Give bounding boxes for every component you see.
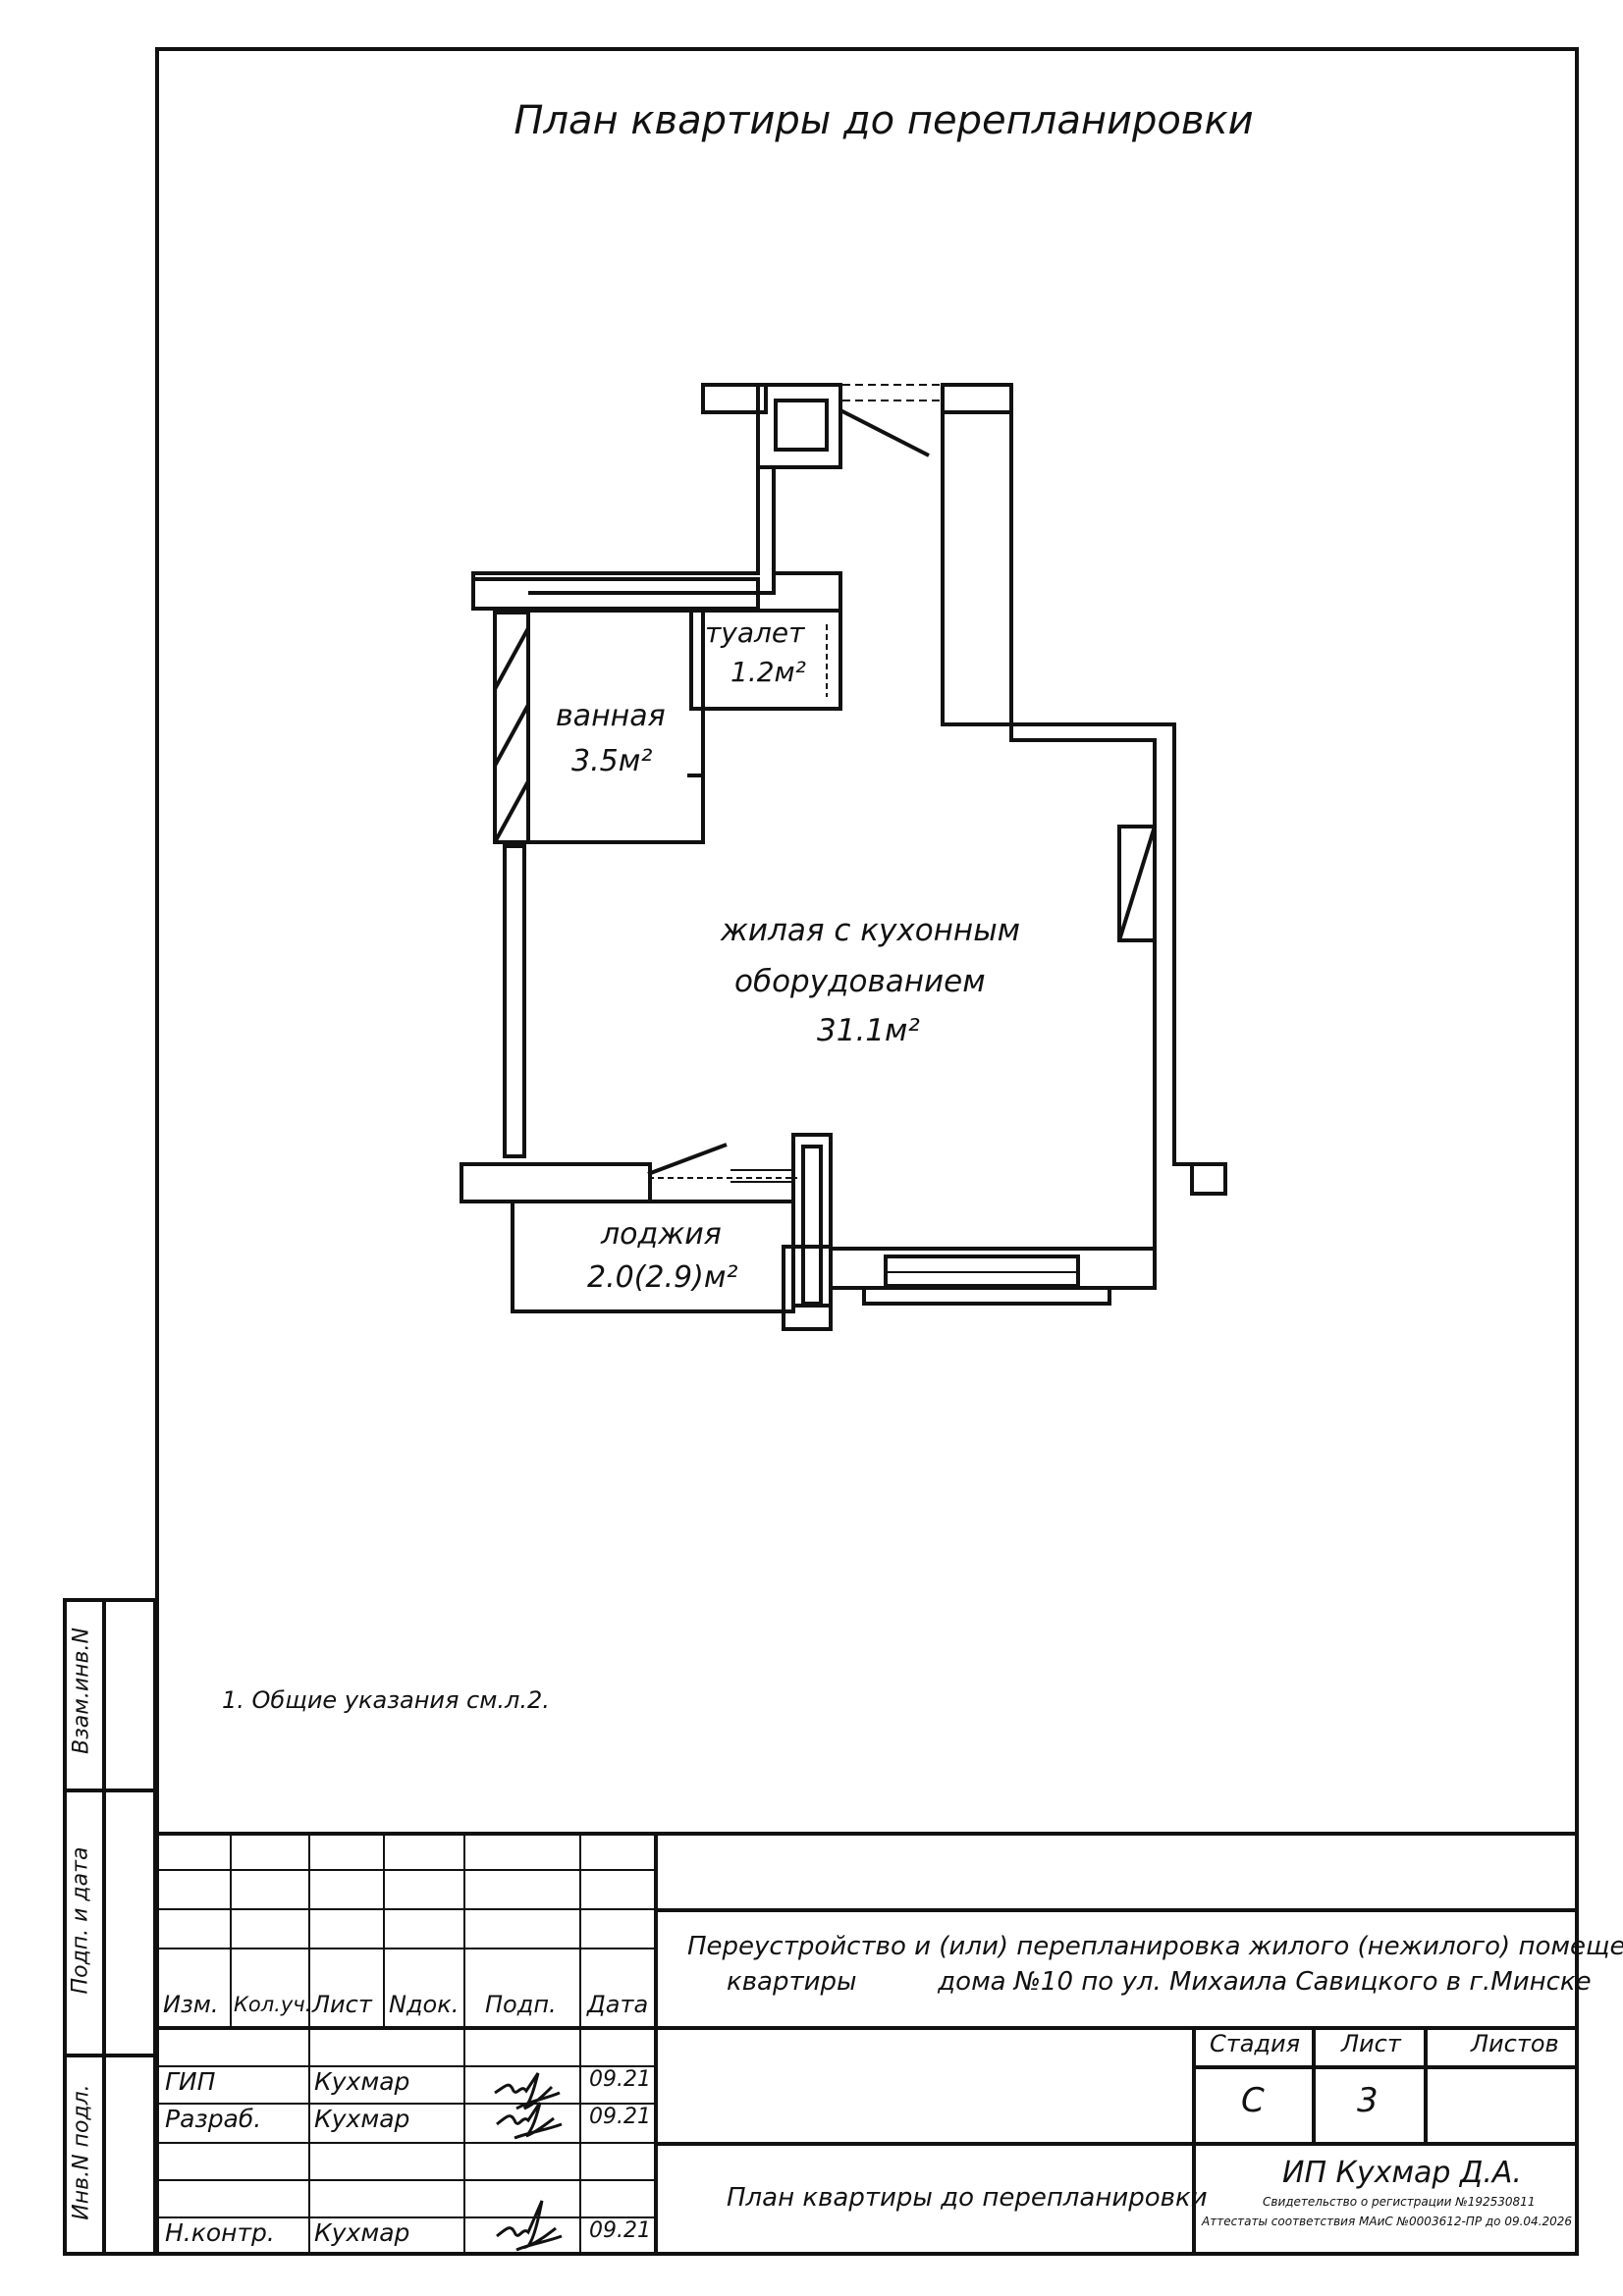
room-area-loggia: 2.0(2.9)м²: [587, 1260, 738, 1295]
signature-nkontr: [496, 2200, 563, 2252]
drawing-title: План квартиры до перепланировки: [514, 98, 1254, 143]
grid-line: [157, 2065, 654, 2067]
side-stamp-divider: [63, 2054, 157, 2057]
grid-line: [157, 1948, 654, 1949]
sheet-value: 3: [1357, 2081, 1379, 2120]
grid-line: [230, 1832, 232, 2028]
wall-segment: [782, 1245, 833, 1331]
wall-segment: [1190, 1162, 1227, 1196]
header-kol-uch: Кол.уч.: [234, 1993, 312, 2016]
signature-razrab: [496, 2102, 563, 2140]
loggia-room: [511, 1200, 795, 1313]
header-data: Дата: [587, 1991, 649, 2018]
ventilation-shaft-inner: [774, 399, 829, 452]
title-block: Изм. Кол.уч. Лист Nдок. Подп. Дата ГИП К…: [157, 1832, 1623, 2254]
grid-line: [157, 2103, 654, 2105]
signature-gip: [494, 2072, 561, 2110]
wall-inner: [528, 467, 776, 595]
registration-line: Свидетельство о регистрации №192530811: [1263, 2195, 1536, 2209]
stage-value: С: [1241, 2081, 1265, 2120]
name-razrab: Кухмар: [314, 2105, 410, 2133]
grid-line: [157, 1869, 654, 1871]
grid-line: [157, 2142, 654, 2144]
role-razrab: Разраб.: [165, 2105, 262, 2133]
grid-line: [383, 1832, 385, 2028]
wall-segment: [941, 383, 1013, 414]
wall-hatch: [493, 704, 530, 767]
grid-line: [654, 2026, 1577, 2030]
room-area-living: 31.1м²: [817, 1013, 920, 1048]
side-label-vzam: Взам.инв.N: [69, 1628, 94, 1754]
grid-line: [157, 2026, 654, 2030]
wall-hatch: [493, 780, 530, 843]
loggia-parapet: [460, 1162, 652, 1203]
entrance-door-leaf: [839, 408, 930, 457]
room-area-toilet: 1.2м²: [730, 656, 806, 688]
wall-inner: [1009, 412, 1157, 1249]
grid-line: [308, 1832, 310, 2028]
grid-line: [157, 2216, 654, 2218]
grid-line: [157, 2179, 654, 2181]
date-nkontr: 09.21: [589, 2218, 651, 2243]
side-stamp-divider: [63, 1789, 157, 1792]
name-nkontr: Кухмар: [314, 2218, 410, 2247]
room-name-loggia: лоджия: [601, 1217, 722, 1252]
grid-line: [463, 1832, 465, 2254]
grid-line: [308, 2026, 310, 2254]
room-name-toilet: туалет: [705, 616, 805, 649]
room-name-living-2: оборудованием: [734, 964, 986, 999]
grid-line: [1424, 2026, 1428, 2142]
name-gip: Кухмар: [314, 2067, 410, 2096]
room-name-living-1: жилая с кухонным: [721, 913, 1021, 948]
wall-hatch: [1117, 826, 1157, 941]
general-note: 1. Общие указания см.л.2.: [222, 1686, 550, 1714]
grid-line: [654, 1832, 658, 2254]
project-title-line2: квартиры дома №10 по ул. Михаила Савицко…: [727, 1967, 1592, 1997]
grid-line: [1192, 2065, 1577, 2069]
grid-line: [654, 2142, 1577, 2146]
side-stamp: [63, 1598, 157, 2256]
date-gip: 09.21: [589, 2067, 651, 2092]
toilet-room: [689, 609, 842, 711]
drawing-title-stamp: План квартиры до перепланировки: [727, 2183, 1208, 2213]
header-sheet: Лист: [1341, 2030, 1401, 2057]
side-label-inv-podl: Инв.N подл.: [69, 2084, 94, 2220]
grid-line: [579, 1832, 581, 2254]
room-area-bath: 3.5м²: [571, 744, 653, 778]
header-sheets: Листов: [1471, 2030, 1559, 2057]
wall-niche: [1117, 825, 1157, 942]
grid-line: [654, 1908, 1577, 1912]
project-title-line1: Переустройство и (или) перепланировка жи…: [687, 1932, 1623, 1961]
date-razrab: 09.21: [589, 2105, 651, 2129]
wall-column: [791, 1133, 833, 1308]
header-izm: Изм.: [163, 1991, 219, 2018]
grid-line: [1312, 2026, 1316, 2142]
role-nkontr: Н.контр.: [165, 2218, 275, 2247]
role-gip: ГИП: [165, 2067, 216, 2096]
title-block-border: [157, 1832, 1577, 1836]
room-name-bath: ванная: [556, 699, 666, 733]
balcony-door-leaf: [647, 1143, 728, 1176]
toilet-wall: [774, 571, 842, 611]
side-label-podp-data: Подп. и дата: [68, 1846, 93, 1995]
header-list: Лист: [312, 1991, 372, 2018]
wall-left: [503, 844, 526, 1158]
grid-line: [157, 1908, 654, 1910]
wall-outer: [941, 412, 1192, 1166]
wall-segment: [701, 383, 768, 414]
attestation-line: Аттестаты соответствия МАиС №0003612-ПР …: [1202, 2215, 1573, 2228]
grid-line: [1192, 2026, 1196, 2254]
company-name: ИП Кухмар Д.А.: [1282, 2156, 1522, 2190]
wall-hatch: [493, 627, 530, 690]
window-sill: [862, 1286, 1111, 1306]
header-stage: Стадия: [1210, 2030, 1301, 2057]
drawing-frame: [155, 47, 1579, 2256]
wall-column-inner: [801, 1145, 823, 1306]
header-ndok: Nдок.: [389, 1991, 460, 2018]
header-podp: Подп.: [485, 1991, 557, 2018]
side-stamp-divider: [102, 1598, 106, 2256]
